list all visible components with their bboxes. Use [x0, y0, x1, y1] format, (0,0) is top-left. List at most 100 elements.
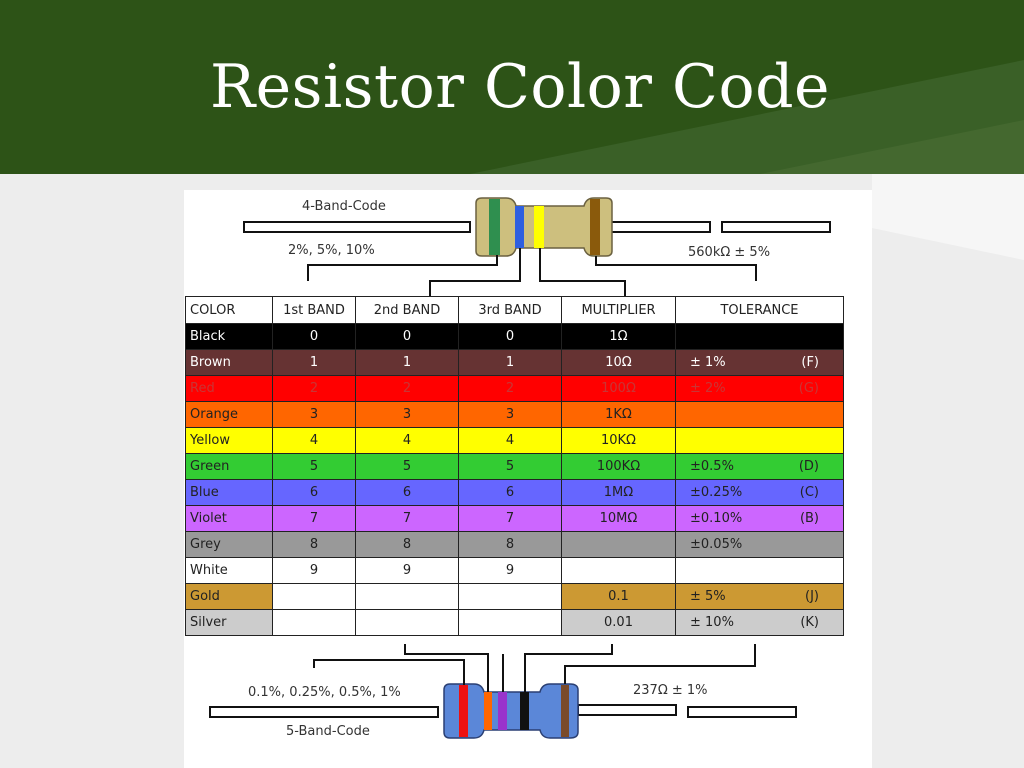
resistor5-lead-right — [577, 704, 677, 716]
tolerance-cell: ± 10% (K) — [675, 609, 844, 636]
first-band-cell: 9 — [272, 557, 356, 584]
tolerance-code: (B) — [799, 511, 819, 526]
color-name-cell: Silver — [185, 609, 273, 636]
first-band-cell: 2 — [272, 375, 356, 402]
third-band-cell: 1 — [458, 349, 562, 376]
multiplier-cell: 100KΩ — [561, 453, 676, 480]
color-name-cell: Red — [185, 375, 273, 402]
first-band-cell — [272, 609, 356, 636]
band-gold — [590, 199, 600, 255]
band5-orange — [484, 692, 492, 730]
tolerance-cell: ±0.10% (B) — [675, 505, 844, 532]
band5-red — [459, 685, 468, 737]
tolerance-code: (G) — [798, 381, 819, 396]
tolerance-code: (F) — [801, 355, 819, 370]
third-band-cell: 4 — [458, 427, 562, 454]
first-band-cell: 4 — [272, 427, 356, 454]
third-band-cell: 7 — [458, 505, 562, 532]
multiplier-cell: 10MΩ — [561, 505, 676, 532]
five-band-example: 237Ω ± 1% — [633, 683, 708, 698]
third-band-cell — [458, 609, 562, 636]
table-header-row: COLOR 1st BAND 2nd BAND 3rd BAND MULTIPL… — [185, 296, 844, 324]
second-band-cell: 7 — [355, 505, 459, 532]
first-band-cell — [272, 583, 356, 610]
resistor-lead-left — [243, 221, 471, 233]
band-yellow — [534, 206, 544, 248]
tolerance-cell — [675, 401, 844, 428]
color-name-cell: Brown — [185, 349, 273, 376]
third-band-cell: 8 — [458, 531, 562, 558]
color-name-cell: Grey — [185, 531, 273, 558]
pointer-line-1 — [307, 255, 498, 281]
first-band-cell: 8 — [272, 531, 356, 558]
tolerance-cell — [675, 323, 844, 350]
tolerance-value: ±0.25% — [690, 485, 743, 500]
tolerance-code: (C) — [799, 485, 819, 500]
pointer5-line-4 — [524, 644, 613, 692]
third-band-cell: 0 — [458, 323, 562, 350]
pointer5-line-2 — [404, 644, 489, 692]
second-band-cell — [355, 609, 459, 636]
first-band-cell: 1 — [272, 349, 356, 376]
tolerance-cell — [675, 427, 844, 454]
tolerance-cell — [675, 557, 844, 584]
lead5-segment-right — [687, 706, 797, 718]
second-band-cell: 5 — [355, 453, 459, 480]
tolerance-value: ±0.5% — [690, 459, 734, 474]
first-band-cell: 3 — [272, 401, 356, 428]
four-band-tolerances: 2%, 5%, 10% — [288, 243, 375, 258]
tolerance-cell: ±0.25% (C) — [675, 479, 844, 506]
pointer-line-2 — [429, 248, 521, 296]
tolerance-value: ± 10% — [690, 615, 734, 630]
color-name-cell: Black — [185, 323, 273, 350]
background-decoration — [872, 174, 1024, 260]
second-band-cell: 6 — [355, 479, 459, 506]
multiplier-cell: 100Ω — [561, 375, 676, 402]
tolerance-cell: ± 1% (F) — [675, 349, 844, 376]
color-name-cell: Yellow — [185, 427, 273, 454]
header-decoration — [470, 60, 1024, 174]
slide-title: Resistor Color Code — [210, 52, 830, 122]
tolerance-value: ± 1% — [690, 355, 726, 370]
multiplier-cell: 1Ω — [561, 323, 676, 350]
third-band-cell: 2 — [458, 375, 562, 402]
header-2nd-band: 2nd BAND — [355, 296, 459, 324]
tolerance-value: ±0.10% — [690, 511, 743, 526]
third-band-cell: 9 — [458, 557, 562, 584]
band5-brown — [561, 685, 569, 737]
tolerance-code: (K) — [800, 615, 819, 630]
color-name-cell: Orange — [185, 401, 273, 428]
second-band-cell: 4 — [355, 427, 459, 454]
first-band-cell: 6 — [272, 479, 356, 506]
second-band-cell: 1 — [355, 349, 459, 376]
resistor-lead-right — [609, 221, 711, 233]
tolerance-cell: ±0.5%(D) — [675, 453, 844, 480]
second-band-cell: 9 — [355, 557, 459, 584]
second-band-cell: 8 — [355, 531, 459, 558]
lead-segment-right — [721, 221, 831, 233]
multiplier-cell: 0.1 — [561, 583, 676, 610]
color-code-table: COLOR 1st BAND 2nd BAND 3rd BAND MULTIPL… — [185, 296, 844, 636]
band-blue — [515, 206, 524, 248]
four-band-example: 560kΩ ± 5% — [688, 245, 771, 260]
third-band-cell: 5 — [458, 453, 562, 480]
header-1st-band: 1st BAND — [272, 296, 356, 324]
five-band-label: 5-Band-Code — [286, 724, 370, 739]
tolerance-code: (J) — [805, 589, 819, 604]
resistor5-lead-left — [209, 706, 439, 718]
resistor5-body — [443, 683, 579, 739]
tolerance-cell: ± 2%(G) — [675, 375, 844, 402]
pointer-line-3 — [539, 248, 626, 296]
four-band-label: 4-Band-Code — [302, 199, 386, 214]
pointer-line-4 — [595, 256, 757, 281]
multiplier-cell: 1KΩ — [561, 401, 676, 428]
first-band-cell: 0 — [272, 323, 356, 350]
